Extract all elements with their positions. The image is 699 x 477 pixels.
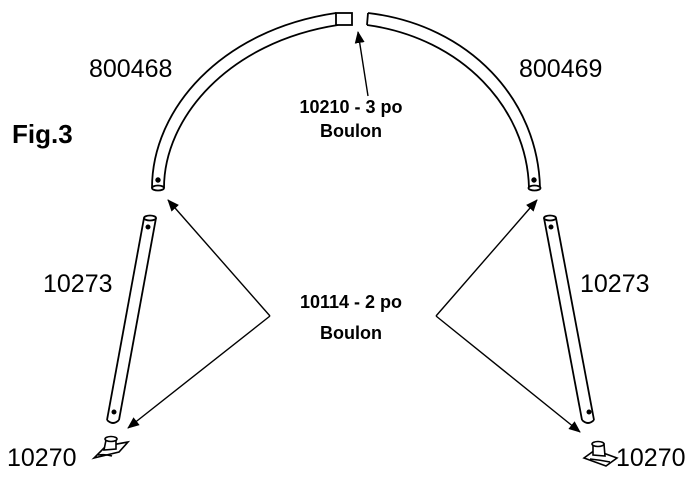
right-leg-tube: [543, 214, 595, 424]
left-leg-tube: [106, 214, 157, 424]
part-label-left-leg: 10273: [43, 270, 113, 298]
part-label-left-foot: 10270: [7, 444, 77, 472]
arrow-top-bolt: [354, 31, 369, 97]
arrow-left-upper-joint: [167, 199, 271, 317]
right-arch-tube: [366, 12, 542, 192]
callout-mid-bolt-spec: 10114 - 2 po: [299, 292, 403, 312]
callout-mid-bolt: 10114 - 2 po Boulon: [292, 293, 410, 342]
part-label-left-arch: 800468: [89, 55, 173, 83]
figure-label: Fig.3: [12, 119, 73, 149]
left-foot-bracket: [91, 435, 131, 460]
callout-top-bolt-type: Boulon: [320, 121, 382, 141]
left-arch-tube: [151, 12, 353, 192]
arrow-left-foot: [127, 315, 271, 429]
callout-top-bolt: 10210 - 3 po Boulon: [292, 98, 410, 140]
arrow-right-foot: [435, 315, 581, 433]
part-label-right-leg: 10273: [580, 270, 650, 298]
arrow-right-upper-joint: [435, 199, 538, 317]
callout-top-bolt-spec: 10210 - 3 po: [299, 97, 403, 117]
callout-mid-bolt-type: Boulon: [320, 323, 382, 343]
part-label-right-foot: 10270: [616, 444, 686, 472]
right-foot-bracket: [582, 440, 619, 467]
part-label-right-arch: 800469: [519, 55, 603, 83]
